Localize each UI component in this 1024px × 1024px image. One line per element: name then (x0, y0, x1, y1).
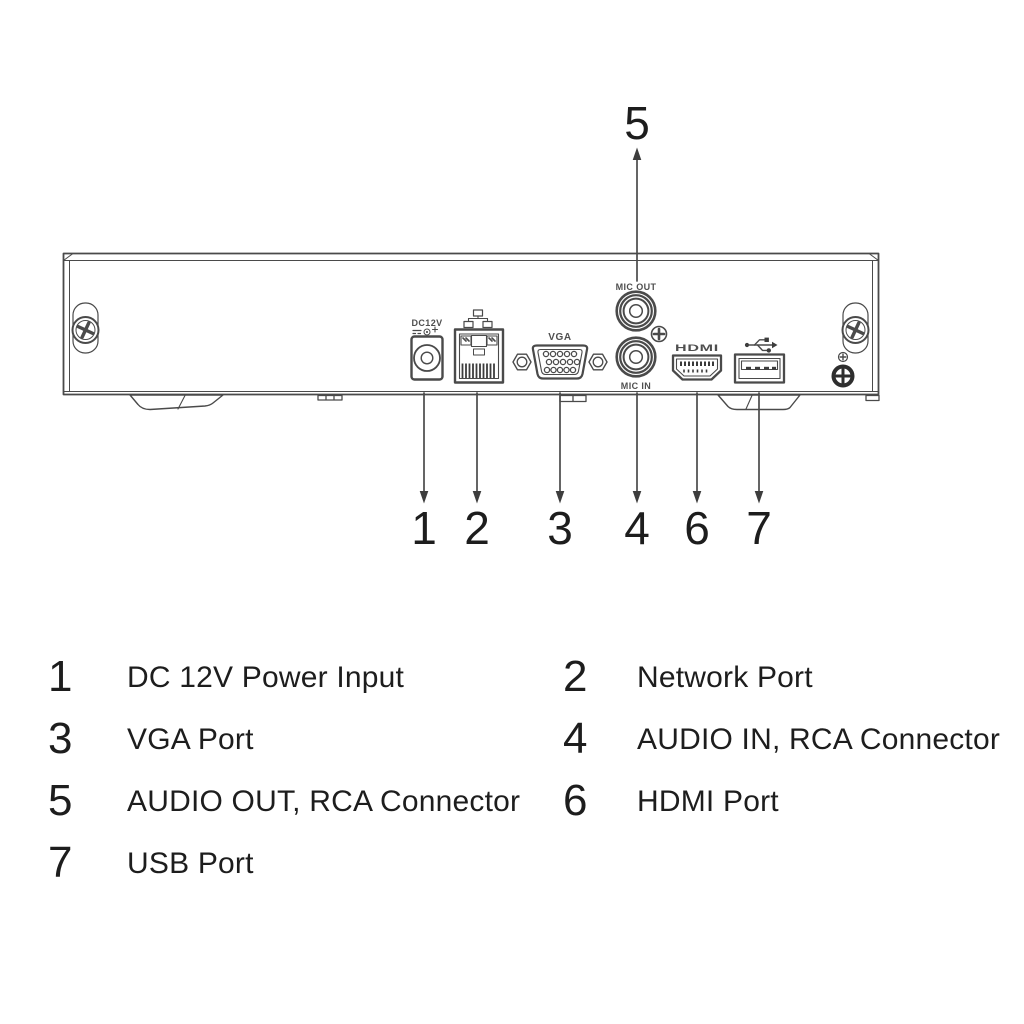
usb-inner (738, 357, 781, 380)
legend-label: VGA Port (127, 722, 254, 756)
hdmi-port: HDMI (671, 343, 723, 381)
callout-number-6: 6 (684, 502, 710, 554)
vga-port: VGA (512, 332, 608, 380)
callouts-bottom: 1 2 3 4 6 7 (411, 392, 772, 554)
legend-number: 3 (48, 714, 73, 763)
callout-number-4: 4 (624, 502, 650, 554)
callout-number-1: 1 (411, 502, 437, 554)
vga-nut-left (512, 353, 532, 371)
usb-contacts (746, 366, 776, 370)
hdmi-contacts-lower (683, 369, 708, 373)
right-panel-screw (841, 302, 870, 354)
callout-number-5: 5 (624, 97, 650, 149)
rear-panel-diagram: DC12V (62, 97, 880, 554)
callout-arrowhead-down (754, 491, 764, 504)
callout-number-3: 3 (547, 502, 573, 554)
dc-port-label: DC12V (411, 318, 442, 328)
vga-dsub-inner (537, 348, 583, 376)
dc-jack-body (410, 335, 444, 381)
dc-polarity-icon (412, 326, 439, 336)
vga-port-label: VGA (548, 332, 571, 343)
vga-pins (542, 350, 581, 374)
audio-out-label: MIC OUT (616, 282, 657, 292)
right-foot-seam (745, 394, 753, 410)
callout-number-7: 7 (746, 502, 772, 554)
small-screw-icon (650, 325, 668, 343)
legend-number: 1 (48, 652, 73, 701)
rj45-inner (458, 333, 500, 380)
small-tab-right (865, 394, 880, 402)
network-port (453, 309, 505, 384)
callout-arrowhead-down (419, 491, 429, 504)
hdmi-contacts (680, 361, 714, 366)
screw-ring (845, 320, 866, 340)
callout-arrowhead-down (472, 491, 482, 504)
callout-arrowhead-up (632, 147, 642, 160)
screw-slot (850, 321, 861, 339)
usb-port (733, 337, 786, 384)
rj45-led-right (486, 335, 498, 346)
dc-jack-barrel (413, 344, 441, 372)
usb-icon (744, 337, 778, 353)
ground-icon (837, 351, 849, 363)
dc-power-port: DC12V (410, 318, 444, 381)
rca-connector (615, 290, 657, 332)
hdmi-inner (675, 358, 719, 377)
legend-number: 7 (48, 838, 73, 887)
callout-top-5: 5 (624, 97, 650, 282)
vga-nut-right (588, 353, 608, 371)
legend-number: 2 (563, 652, 588, 701)
rj45-contacts (461, 363, 495, 378)
rj45-window (473, 348, 485, 356)
legend-label: AUDIO OUT, RCA Connector (127, 784, 521, 818)
ground-screw-icon (831, 364, 855, 388)
callout-number-2: 2 (464, 502, 490, 554)
device-feet (129, 394, 880, 411)
small-tab-left (317, 394, 343, 401)
callout-arrowhead-down (632, 491, 642, 504)
legend-label: AUDIO IN, RCA Connector (637, 722, 1001, 756)
legend-label: DC 12V Power Input (127, 660, 405, 694)
left-foot (129, 394, 224, 411)
screw-ring (75, 320, 96, 340)
legend-label: Network Port (637, 660, 813, 694)
ethernet-icon (463, 309, 493, 329)
rca-connector (615, 336, 657, 378)
ground-terminal (831, 351, 855, 388)
callout-arrowhead-down (555, 491, 565, 504)
audio-in-port: MIC IN (615, 336, 657, 391)
legend-label: HDMI Port (637, 784, 779, 818)
audio-out-port: MIC OUT (615, 282, 657, 332)
left-panel-screw (71, 302, 100, 354)
port-legend: 1 DC 12V Power Input 2 Network Port 3 VG… (48, 646, 1008, 894)
small-tab-center (559, 394, 587, 403)
top-right-bevel (868, 253, 879, 261)
hdmi-port-label: HDMI (675, 343, 719, 353)
top-left-bevel (63, 253, 74, 261)
left-foot-seam (177, 394, 186, 410)
legend-label: USB Port (127, 846, 254, 880)
legend-number: 4 (563, 714, 588, 763)
audio-in-label: MIC IN (621, 381, 651, 391)
legend-number: 5 (48, 776, 73, 825)
screw-slot (80, 321, 91, 339)
callout-arrowhead-down (692, 491, 702, 504)
legend-number: 6 (563, 776, 588, 825)
rj45-latch (470, 334, 488, 348)
dc-jack-pin (420, 351, 434, 365)
